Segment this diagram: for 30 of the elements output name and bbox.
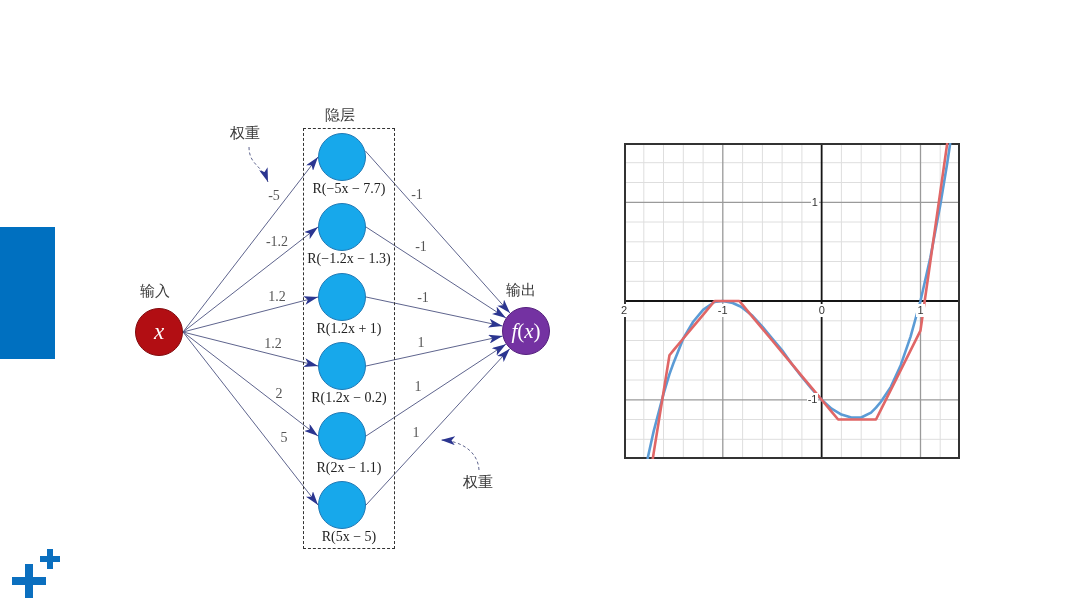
neuron-label: R(−1.2x − 1.3) [307,250,391,267]
edge-label: -1 [416,289,430,305]
neuron-label: R(1.2x − 0.2) [311,389,387,406]
neuron-label: R(5x − 5) [321,528,377,545]
edge-label: 1 [413,378,423,394]
node-heading: 输出 [506,281,536,299]
edge-label: 1 [416,334,426,350]
tick-label: 0 [817,304,826,317]
neuron-label: R(−5x − 7.7) [312,180,386,197]
tick-label: 1 [916,304,925,317]
output-neuron: f(x) [502,307,550,355]
note-label: 权重 [463,473,493,491]
note-label: 权重 [230,124,260,142]
edge-label: -1 [410,186,424,202]
tick-label: -1 [716,304,729,317]
edge-label: 1.2 [267,288,287,304]
edge-label: -1 [414,238,428,254]
edge-label: -5 [267,187,281,203]
tick-label: 2 [620,304,629,317]
edge-label: 5 [279,429,289,445]
neuron-label: R(2x − 1.1) [316,459,382,476]
neuron-label: R(1.2x + 1) [316,320,382,337]
node-heading: 输入 [140,282,170,300]
edge-label: -1.2 [264,233,290,249]
layer-heading: 隐层 [325,106,355,124]
edge-label: 1.2 [263,335,283,351]
tick-label: 1 [810,195,819,209]
edge-label: 1 [411,424,421,440]
input-neuron: x [135,308,183,356]
edge-label: 2 [274,385,284,401]
